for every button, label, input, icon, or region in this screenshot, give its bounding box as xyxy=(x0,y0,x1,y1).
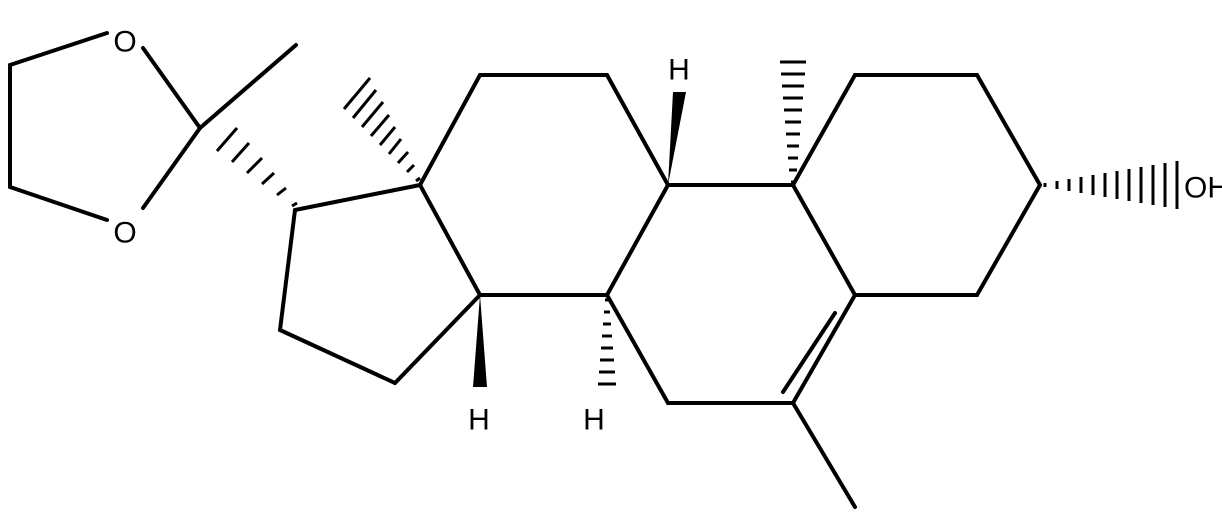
bond-c7-c8 xyxy=(605,293,670,405)
bond-c13-c14 xyxy=(418,183,482,297)
hash-c17-c20 xyxy=(215,127,298,208)
bond-c5-c6 xyxy=(791,293,857,405)
hydrogen-label-c9: H xyxy=(668,54,690,87)
bond-c6-methyl xyxy=(791,401,857,509)
bond-c10-c1 xyxy=(791,73,857,187)
hydrogen-label-c14: H xyxy=(468,404,490,437)
bond-c5-c6-inner xyxy=(781,311,837,394)
bond-o-lower-c20 xyxy=(141,126,202,210)
bond-c3-c4 xyxy=(975,183,1042,297)
wedge-c9-h xyxy=(668,92,686,185)
bond-c12-c13 xyxy=(418,73,482,187)
atom-labels: O O H H H OH xyxy=(113,26,1222,437)
bond-c2-c3 xyxy=(975,73,1042,187)
bond-c17-c13 xyxy=(293,183,422,212)
hashed-bonds xyxy=(215,60,1179,386)
hash-c10-methyl xyxy=(780,60,806,184)
hash-c8-h xyxy=(598,298,616,386)
bond-c14-c15 xyxy=(393,293,482,385)
bond-c16-c17 xyxy=(278,208,297,332)
hydroxyl-label: OH xyxy=(1184,172,1222,205)
bond-c20-methyl xyxy=(198,43,298,130)
hydrogen-label-c8: H xyxy=(583,404,605,437)
hash-c13-methyl xyxy=(342,77,421,183)
bond-ch2-o-lower xyxy=(8,185,109,222)
wedge-c14-h xyxy=(473,295,487,387)
bond-c8-c9 xyxy=(605,183,670,297)
oxygen-label-upper: O xyxy=(113,26,136,59)
bond-c15-c16 xyxy=(278,328,397,385)
bond-c20-o-upper xyxy=(141,46,202,130)
oxygen-label-lower: O xyxy=(113,217,136,250)
hash-c3-oh xyxy=(1043,161,1179,209)
bond-c5-c10 xyxy=(791,183,857,297)
bond-c9-c11 xyxy=(605,73,670,187)
bond-o-upper-ch2 xyxy=(8,31,109,67)
wedge-bonds xyxy=(473,92,686,387)
bonds xyxy=(8,31,1042,509)
